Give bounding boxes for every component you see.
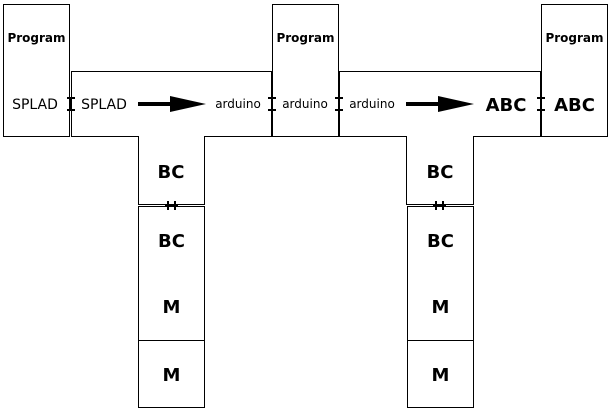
program-box-mid [272, 4, 339, 137]
program-label-mid: Program [276, 31, 334, 45]
program-box-right [541, 4, 608, 137]
bc-right-t-label: BC [427, 162, 454, 183]
connector-abc [537, 97, 545, 111]
arduino-program-label: arduino [282, 97, 328, 111]
compiler-t-right [339, 71, 541, 205]
arduino-target-label: arduino [215, 97, 261, 111]
connector-bc-left [165, 201, 178, 210]
bc-left-interpreter-label: BC [158, 231, 185, 252]
connector-bc-right [433, 201, 446, 210]
arrow-left [138, 96, 206, 112]
m-right-machine-label: M [432, 365, 450, 386]
interpreter-left [138, 206, 205, 341]
machine-right [407, 340, 474, 408]
arrow-right [406, 96, 474, 112]
m-left-interpreter-label: M [163, 297, 181, 318]
splad-program-label: SPLAD [12, 97, 58, 113]
connector-arduino-left [268, 97, 276, 111]
m-right-interpreter-label: M [432, 297, 450, 318]
abc-target-label: ABC [486, 95, 527, 116]
compiler-t-left [71, 71, 272, 205]
abc-program-label: ABC [554, 95, 595, 116]
m-left-machine-label: M [163, 365, 181, 386]
arduino-source-label: arduino [349, 97, 395, 111]
program-label-left: Program [7, 31, 65, 45]
bc-left-t-label: BC [158, 162, 185, 183]
bc-right-interpreter-label: BC [427, 231, 454, 252]
machine-left [138, 340, 205, 408]
connector-splad [67, 97, 75, 111]
connector-arduino-right [335, 97, 343, 111]
interpreter-right [407, 206, 474, 341]
splad-source-label: SPLAD [81, 97, 127, 113]
program-label-right: Program [545, 31, 603, 45]
program-box-left [3, 4, 70, 137]
